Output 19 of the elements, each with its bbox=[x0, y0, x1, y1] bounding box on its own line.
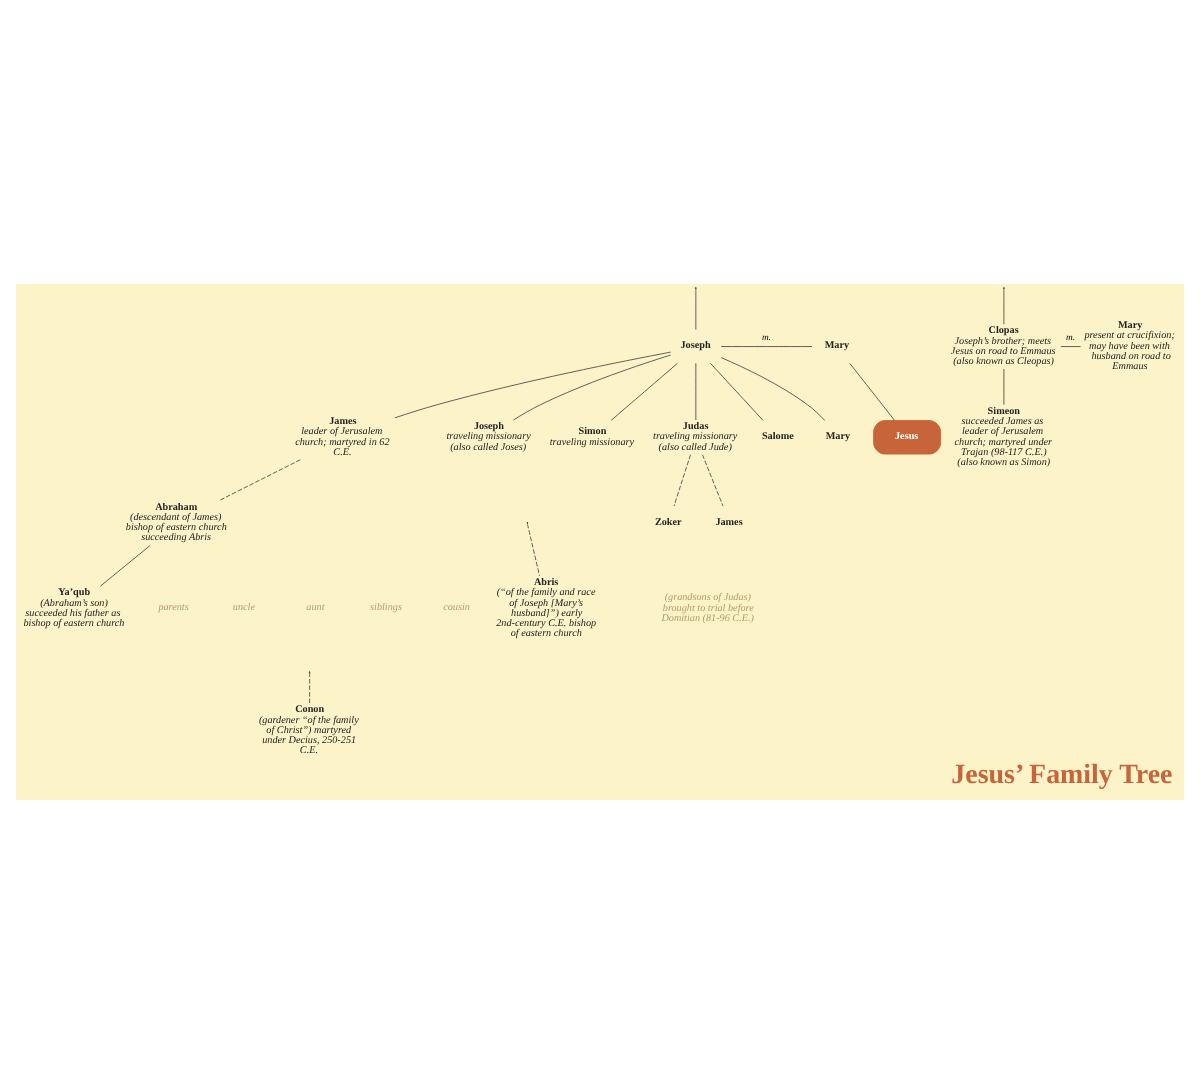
connector bbox=[99, 543, 151, 586]
connector bbox=[849, 361, 895, 420]
connector bbox=[526, 522, 540, 576]
connector bbox=[720, 356, 826, 420]
connector bbox=[309, 671, 311, 703]
connector bbox=[512, 353, 672, 420]
connector bbox=[695, 286, 697, 329]
connector bbox=[710, 361, 764, 420]
connector bbox=[218, 458, 301, 500]
connector bbox=[702, 453, 724, 506]
connector bbox=[1060, 345, 1082, 347]
connector bbox=[1003, 367, 1005, 405]
connector bbox=[1003, 286, 1005, 324]
connector bbox=[394, 350, 672, 418]
connector bbox=[720, 345, 813, 347]
diagram-title: Jesus’ Family Tree bbox=[951, 760, 1173, 791]
connector bbox=[695, 361, 697, 420]
connector bbox=[673, 453, 691, 506]
connector bbox=[610, 361, 678, 420]
